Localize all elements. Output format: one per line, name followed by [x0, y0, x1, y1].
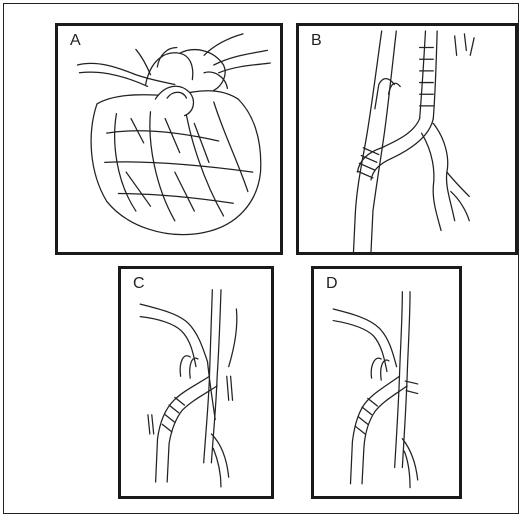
panel-label-a: A [70, 32, 81, 50]
heart-anatomy-icon [58, 26, 280, 252]
vascular-graft-icon [121, 269, 271, 496]
panel-d: D [311, 266, 462, 499]
panel-b: B [296, 23, 518, 255]
vascular-graft-icon [299, 26, 515, 252]
vascular-graft-icon [314, 269, 459, 496]
panel-c: C [118, 266, 274, 499]
panel-label-b: B [311, 32, 322, 50]
panel-label-c: C [133, 275, 145, 293]
panel-label-d: D [326, 275, 338, 293]
figure-frame: A B [3, 3, 519, 514]
panel-a: A [55, 23, 283, 255]
